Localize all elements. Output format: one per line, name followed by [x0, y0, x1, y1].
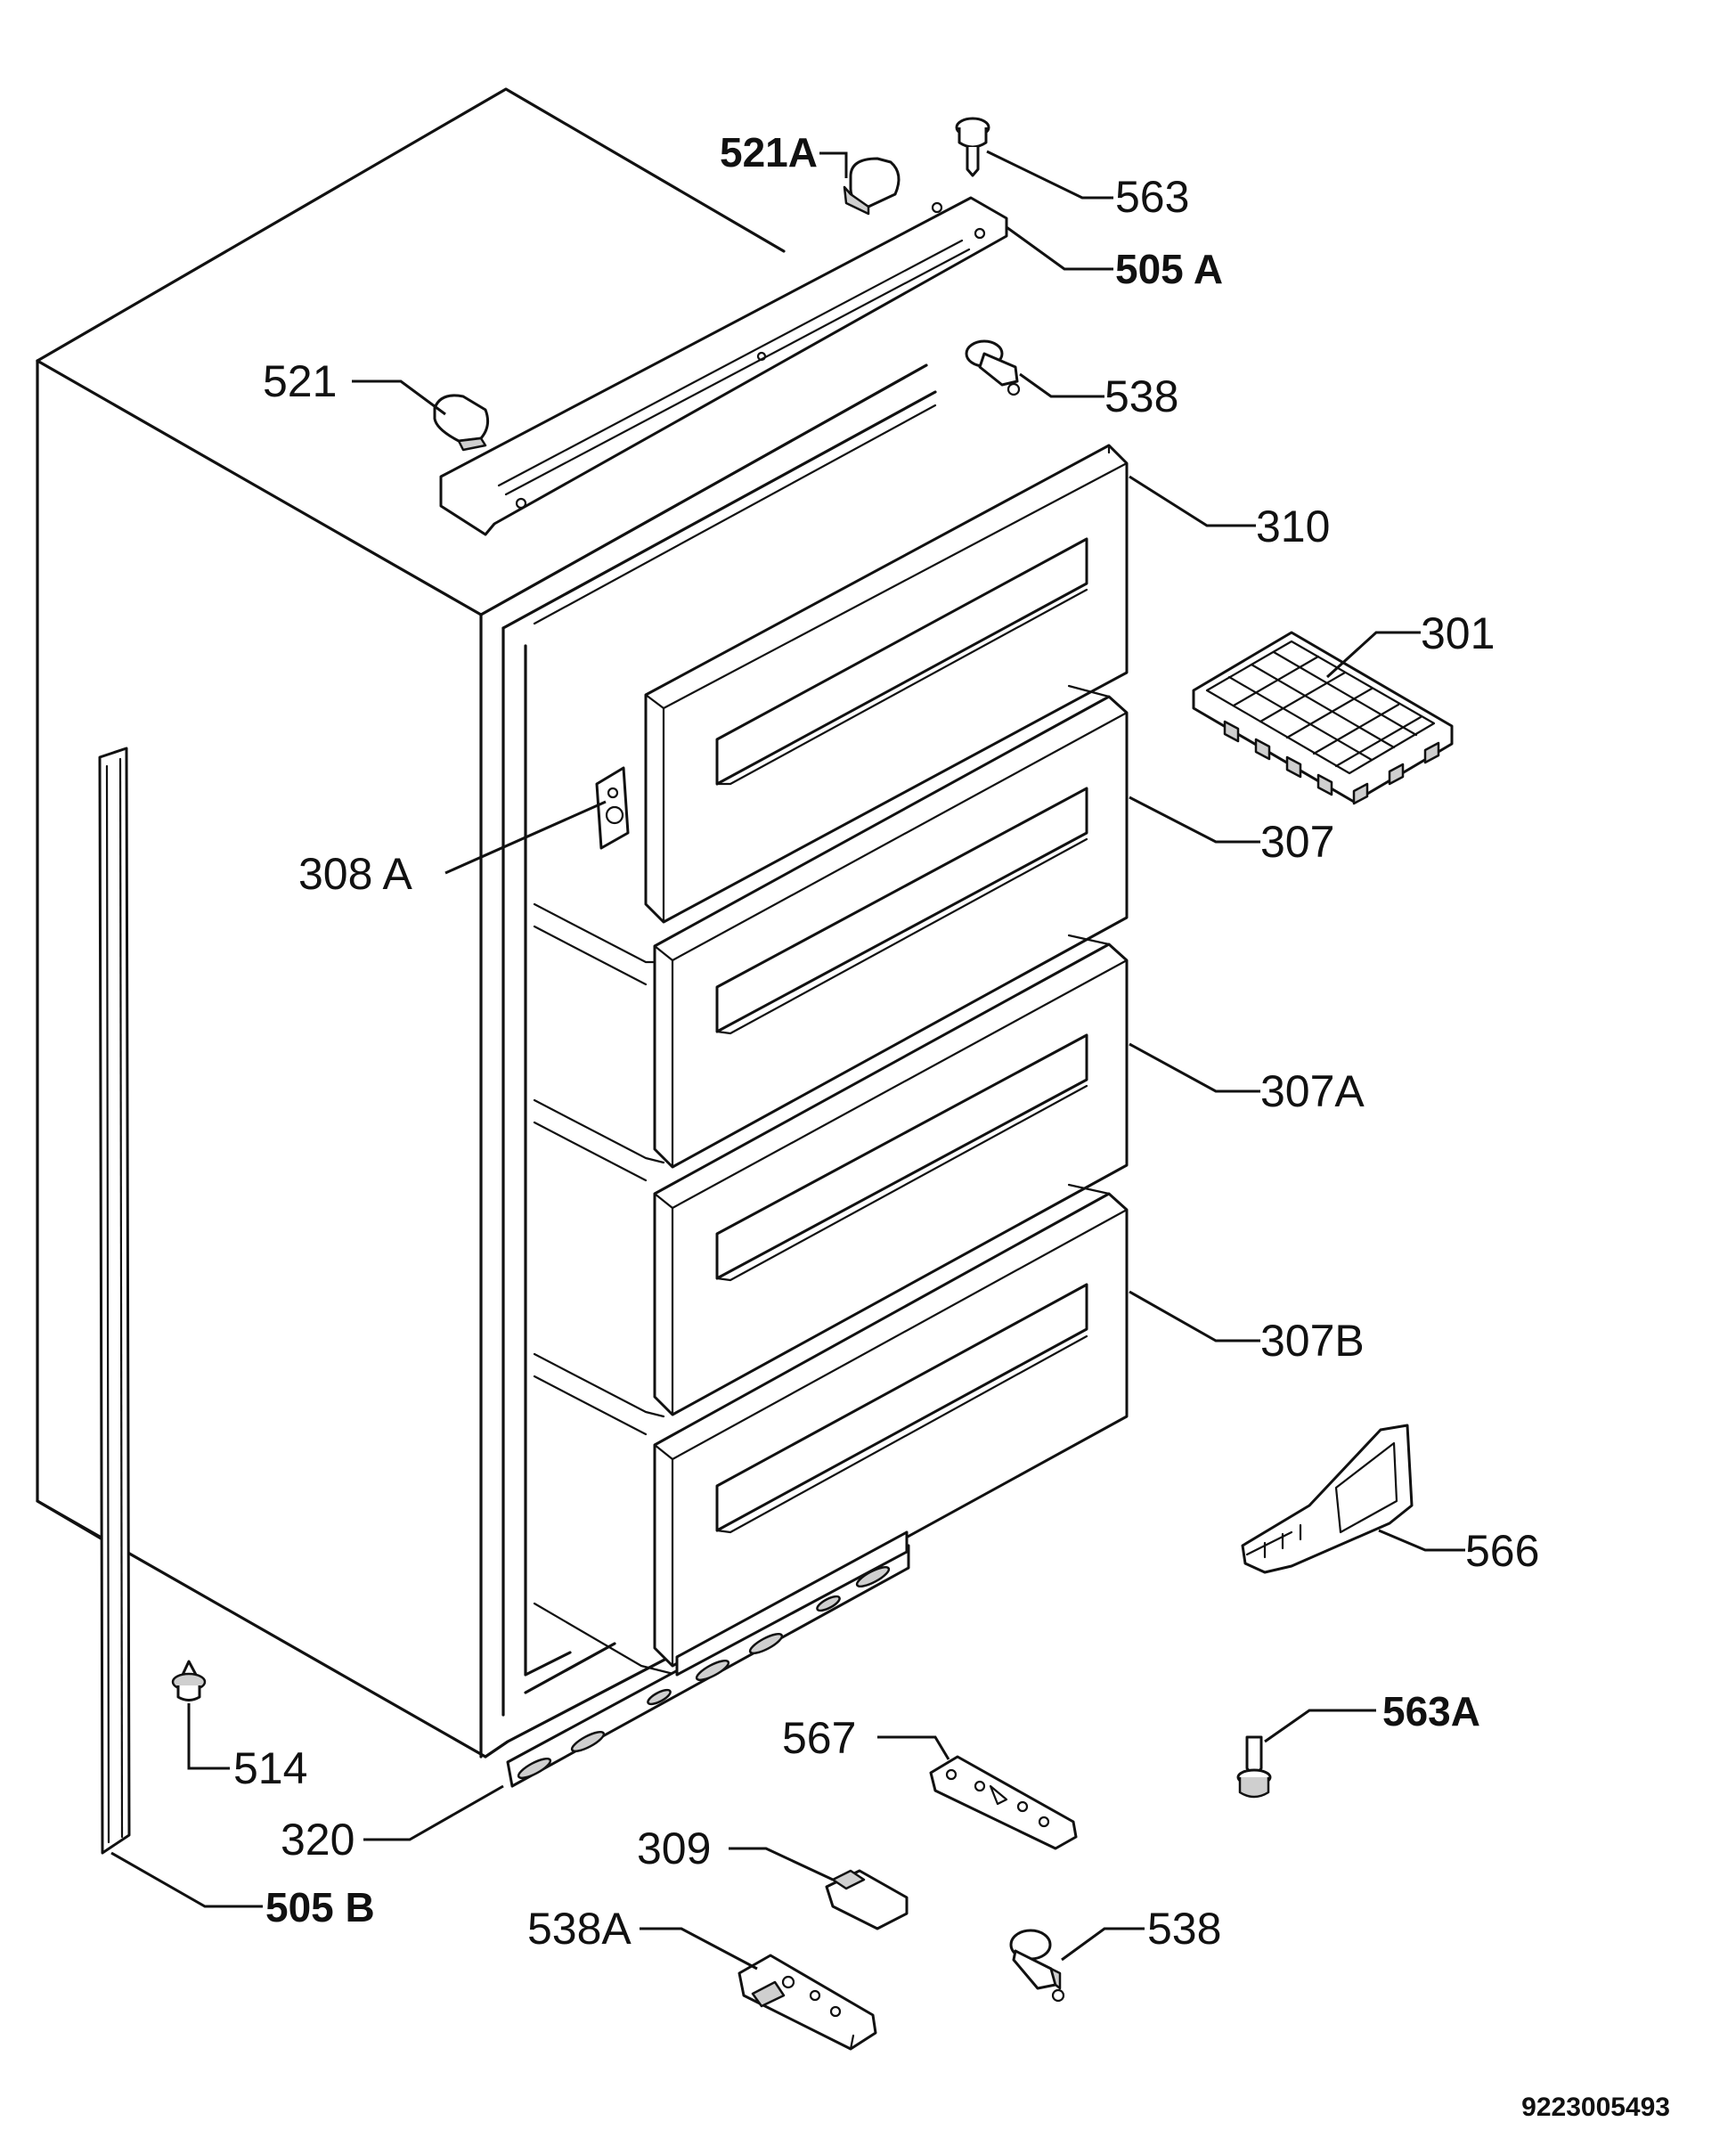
hinge-bush-538-bottom [1009, 1929, 1065, 2003]
screw-563 [955, 117, 990, 177]
gasket-strip-505b [98, 747, 131, 1855]
hinge-part-538a [738, 1954, 877, 2051]
callout-563a: 563A [1382, 1688, 1480, 1734]
callout-307a: 307A [1260, 1066, 1365, 1116]
callout-566: 566 [1465, 1526, 1539, 1576]
hinge-cap-521a [843, 157, 901, 216]
callout-labels: 521A 563 505 A 521 538 310 301 308 A 307… [233, 129, 1539, 1954]
callout-308a: 308 A [298, 849, 413, 899]
callout-307b: 307B [1260, 1316, 1365, 1366]
callout-538a: 538A [527, 1904, 632, 1954]
leader-lines [110, 150, 1465, 1971]
hinge-bush-538-top [965, 339, 1021, 396]
hinge-cap-521 [433, 394, 490, 452]
kick-plate-320 [506, 1530, 910, 1788]
drawer-307a [533, 934, 1129, 1416]
drawer-307b [533, 1183, 1129, 1668]
callout-320: 320 [281, 1815, 355, 1865]
callout-301: 301 [1421, 608, 1495, 658]
hinge-bracket-308a [595, 766, 630, 850]
foot-514 [171, 1660, 207, 1701]
callout-521a: 521A [720, 129, 818, 175]
callout-521: 521 [263, 356, 337, 406]
callout-514: 514 [233, 1743, 307, 1793]
callout-505a: 505 A [1115, 246, 1223, 292]
callout-538-bottom: 538 [1147, 1904, 1221, 1954]
top-hinge-plate-505a [439, 196, 1008, 536]
callout-307: 307 [1260, 817, 1334, 867]
ice-cube-tray-301 [1192, 631, 1454, 805]
hinge-part-567 [929, 1755, 1078, 1850]
drawer-307 [533, 684, 1129, 1169]
callout-538-top: 538 [1104, 371, 1178, 421]
callout-505b: 505 B [265, 1884, 375, 1930]
hinge-cover-309 [825, 1869, 909, 1930]
callout-309: 309 [637, 1824, 711, 1873]
screw-563a [1236, 1735, 1272, 1799]
ice-scraper-566 [1241, 1424, 1414, 1574]
cabinet-body [36, 87, 937, 1759]
drawer-310 [644, 444, 1129, 924]
document-number: 9223005493 [1521, 2093, 1670, 2122]
callout-310: 310 [1256, 502, 1330, 551]
callout-563: 563 [1115, 172, 1189, 222]
callout-567: 567 [782, 1713, 856, 1763]
